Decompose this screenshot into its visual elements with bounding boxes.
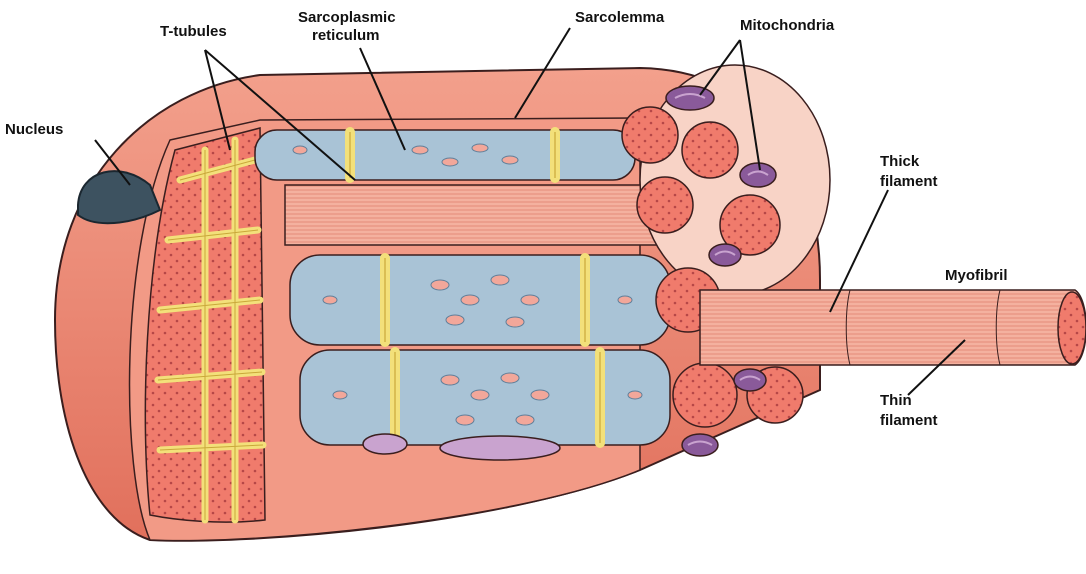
label-t-tubules: T-tubules (160, 23, 227, 40)
label-nucleus: Nucleus (5, 121, 63, 138)
label-thin-line2: filament (880, 412, 938, 429)
myofibril-bundle (255, 130, 670, 460)
label-thin-line1: Thin (880, 392, 912, 409)
label-sarcoplasmic-line2: reticulum (312, 27, 380, 44)
label-myofibril: Myofibril (945, 267, 1008, 284)
single-myofibril (700, 290, 1086, 365)
label-sarcolemma: Sarcolemma (575, 9, 665, 26)
label-sarcoplasmic-line1: Sarcoplasmic (298, 9, 396, 26)
label-mitochondria: Mitochondria (740, 17, 835, 34)
label-thick-line2: filament (880, 173, 938, 190)
label-thick-line1: Thick (880, 153, 920, 170)
